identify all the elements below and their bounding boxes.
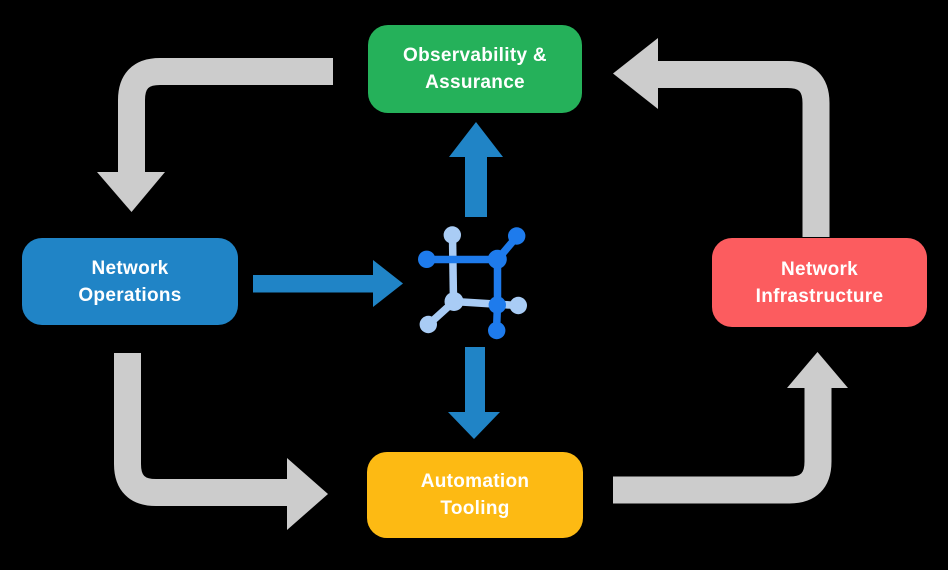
node-label-line: Network <box>780 258 859 280</box>
network-automation-icon <box>418 226 527 340</box>
arrow-operations-to-center <box>253 260 403 307</box>
node-label-line: Observability & <box>403 45 547 66</box>
node-label-line: Assurance <box>425 72 525 93</box>
node-label-line: Automation <box>420 471 530 492</box>
arrow-infrastructure-to-observability <box>613 38 830 237</box>
node-observability-assurance: Observability & Assurance <box>368 25 582 113</box>
arrow-automation-to-infrastructure <box>613 352 848 504</box>
node-network-infrastructure: Network Infrastructure <box>712 238 927 327</box>
arrow-operations-to-automation <box>114 353 328 530</box>
node-label-line: Operations <box>78 284 182 306</box>
arrow-center-to-automation <box>448 347 500 439</box>
arrow-observability-to-operations <box>97 58 333 212</box>
node-label-line: Network <box>91 257 169 279</box>
node-label-line: Tooling <box>440 498 510 519</box>
node-automation-tooling: Automation Tooling <box>367 452 583 538</box>
arrow-center-to-observability <box>449 122 503 217</box>
node-network-operations: Network Operations <box>22 238 238 325</box>
node-label-line: Infrastructure <box>755 285 884 307</box>
